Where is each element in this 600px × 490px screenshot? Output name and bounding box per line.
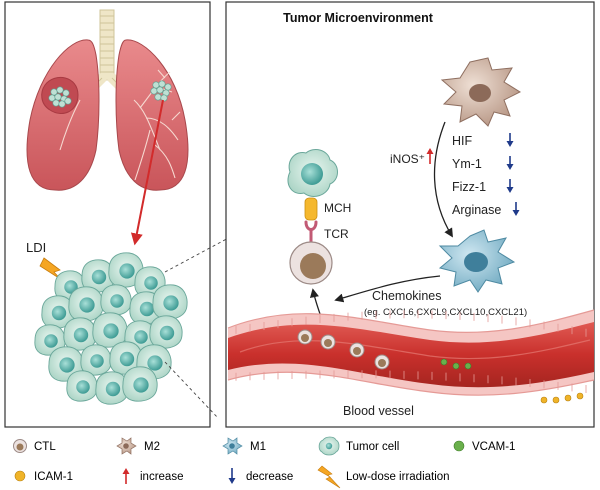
lung-tumor-right	[150, 80, 172, 102]
mch-label: MCH	[324, 201, 351, 215]
ldi-label: LDI	[26, 240, 46, 255]
legend-item-ctl: CTL	[13, 439, 56, 453]
legend-item-icam: ICAM-1	[14, 470, 73, 483]
icam-icon	[14, 470, 26, 482]
lightning-bolt-icon	[317, 465, 341, 489]
diagram-title: Tumor Microenvironment	[283, 11, 434, 25]
right-lung	[115, 39, 189, 191]
legend-label-vcam: VCAM-1	[472, 441, 515, 453]
vessel-endothelium	[235, 310, 587, 393]
chemokine-arrow	[334, 275, 441, 303]
blood-vessel	[227, 309, 595, 396]
legend-item-decrease: decrease	[228, 468, 293, 484]
vcam-icon	[453, 440, 465, 452]
tumor-cell	[81, 259, 115, 293]
zoom-guide-bottom	[164, 361, 219, 419]
tcr-label: TCR	[324, 227, 349, 241]
decrease-arrow-icon	[506, 156, 514, 170]
legend-label-icam: ICAM-1	[34, 471, 73, 483]
legend-label-ldi: Low-dose irradiation	[346, 471, 450, 483]
legend-item-ldi: Low-dose irradiation	[317, 465, 450, 489]
zoom-arrow	[130, 99, 164, 246]
tumor-cell	[100, 284, 132, 316]
inos-label: iNOS⁺	[390, 152, 425, 166]
tumor-cell	[66, 370, 98, 402]
legend-label-m1: M1	[250, 441, 266, 453]
legend-label-ctl: CTL	[34, 441, 56, 453]
chemokines-label: Chemokines	[372, 289, 441, 303]
tumor-cell	[63, 317, 97, 351]
vessel-ctl-cells	[297, 329, 390, 370]
legend-item-increase: increase	[122, 468, 183, 484]
vessel-vcam-dots	[440, 358, 472, 370]
tumor-cell	[108, 252, 144, 288]
ctl-cell	[289, 241, 333, 285]
tcr-receptor	[304, 220, 318, 244]
legend-item-m1: M1	[222, 437, 266, 455]
decrease-arrow-icon	[228, 468, 236, 484]
decrease-arrow-icon	[506, 133, 514, 147]
tumor-cell	[152, 284, 188, 320]
inos-increase-arrow	[426, 148, 434, 164]
m2-marker-fizz-1: Fizz-1	[452, 180, 486, 194]
legend-label-decrease: decrease	[246, 471, 293, 483]
vessel-icam-dots	[540, 392, 584, 404]
legend-item-tumor: Tumor cell	[318, 436, 399, 456]
legend-item-m2: M2	[116, 437, 160, 455]
tumor-cell	[68, 286, 104, 322]
m2-marker-arginase: Arginase	[452, 203, 501, 217]
legend-label-tumor: Tumor cell	[346, 441, 399, 453]
tumor-cell	[92, 312, 128, 348]
decrease-arrow-icon	[512, 202, 520, 216]
legend: CTL M2 M1 Tumor cell VCAM-1 ICAM-1	[13, 436, 515, 489]
legend-label-m2: M2	[144, 441, 160, 453]
tumor-cell-cluster	[34, 252, 188, 405]
mhc-molecule	[304, 197, 318, 221]
lung-tumor-left	[41, 76, 79, 114]
tumor-cell	[80, 344, 112, 376]
increase-arrow-icon	[122, 468, 130, 484]
vessel-label: Blood vessel	[343, 404, 414, 418]
m2-marker-ym-1: Ym-1	[452, 157, 482, 171]
m2-marker-hif: HIF	[452, 134, 473, 148]
tumor-cell	[149, 315, 183, 349]
legend-label-increase: increase	[140, 471, 183, 483]
tumor-cell	[95, 371, 129, 405]
tumor-cell	[122, 366, 158, 402]
decrease-arrow-icon	[506, 179, 514, 193]
polarization-arrow	[433, 121, 453, 238]
chemokines-examples: (eg. CXCL6,CXCL9,CXCL10,CXCL21)	[364, 307, 527, 318]
m1-macrophage	[438, 229, 516, 293]
left-lung	[26, 39, 100, 191]
tumor-cell-mhc	[287, 149, 338, 197]
legend-item-vcam: VCAM-1	[453, 440, 515, 453]
m2-macrophage	[440, 57, 522, 127]
